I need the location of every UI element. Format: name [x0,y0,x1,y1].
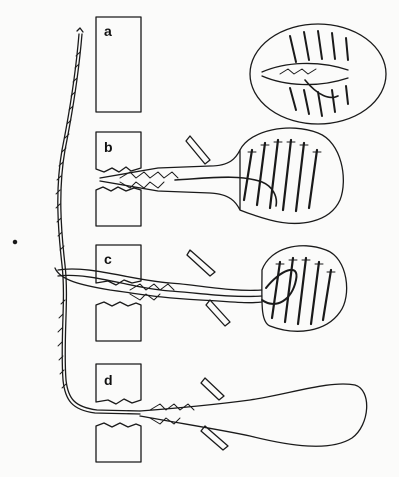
panel-a [96,17,141,112]
stray-dot [13,240,16,243]
panel-label-d: d [104,373,113,387]
long-filament [56,28,140,414]
oval-specimen [250,24,386,124]
panel-b [96,128,343,226]
panel-label-b: b [104,140,113,154]
panel-d [96,364,367,462]
panel-label-c: c [104,252,112,266]
panel-label-a: a [104,24,112,38]
panel-c [55,245,347,341]
